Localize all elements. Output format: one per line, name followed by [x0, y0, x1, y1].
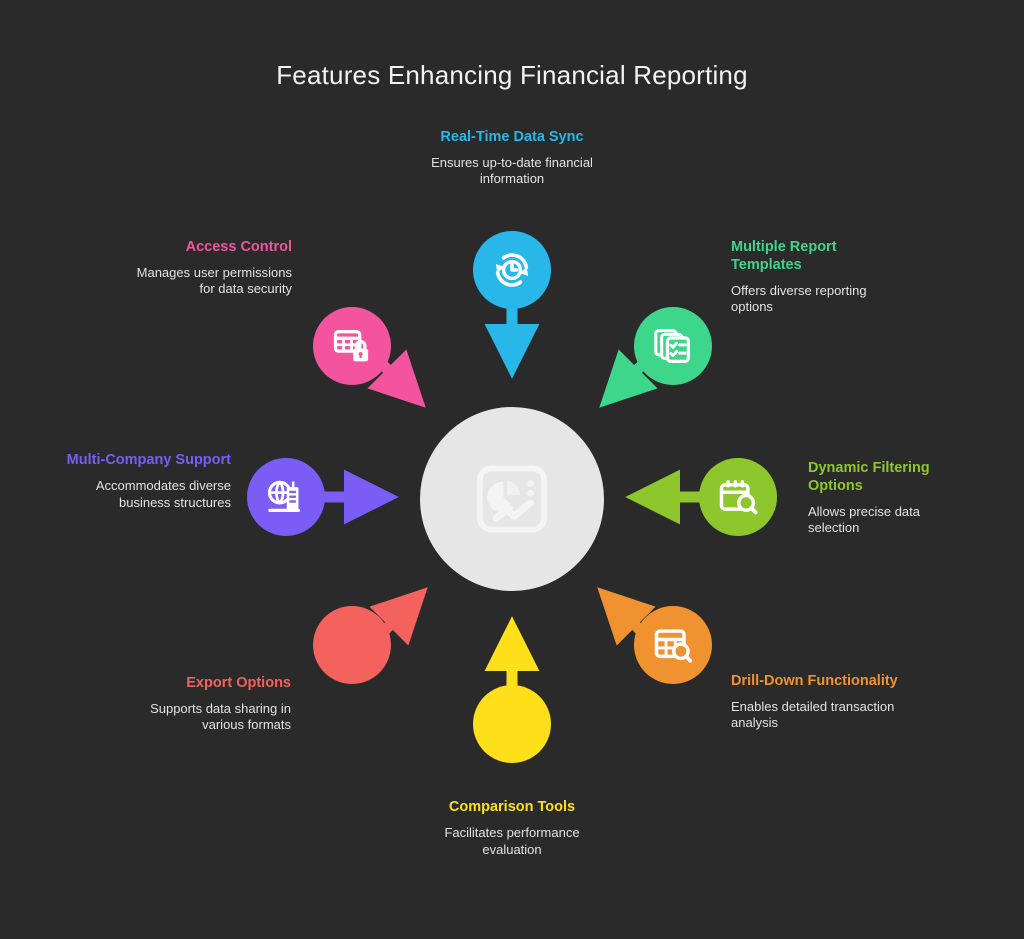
- label-heading: Export Options: [186, 675, 291, 691]
- node-access-control[interactable]: [313, 307, 391, 385]
- globe-building-icon: [264, 475, 308, 519]
- node-comparison-tools[interactable]: [473, 685, 551, 763]
- node-export-options[interactable]: [313, 606, 391, 684]
- label-heading: Real-Time Data Sync: [440, 129, 584, 145]
- label-heading: Comparison Tools: [448, 799, 576, 815]
- node-multi-company-support[interactable]: [247, 458, 325, 536]
- stacked-checklist-icon: [651, 324, 695, 368]
- label-description: Enables detailed transaction analysis: [731, 699, 895, 730]
- dashboard-report-icon: [469, 456, 555, 542]
- central-hub: [420, 407, 604, 591]
- label-heading: Dynamic Filtering Options: [808, 460, 930, 494]
- label-real-time-data-sync: Real-Time Data Sync Ensures up-to-date f…: [427, 128, 597, 186]
- label-description: Supports data sharing in various formats: [150, 701, 291, 732]
- label-description: Ensures up-to-date financial information: [431, 155, 593, 186]
- sync-clock-icon: [490, 248, 534, 292]
- label-export-options: Export Options Supports data sharing in …: [111, 674, 291, 732]
- label-drill-down-functionality: Drill-Down Functionality Enables detaile…: [731, 672, 901, 730]
- label-description: Allows precise data selection: [808, 504, 920, 535]
- table-search-icon: [651, 623, 695, 667]
- label-description: Accommodates diverse business structures: [95, 478, 231, 510]
- node-drill-down-functionality[interactable]: [634, 606, 712, 684]
- node-dynamic-filtering-options[interactable]: [699, 458, 777, 536]
- label-access-control: Access Control Manages user permissions …: [122, 238, 292, 296]
- page-title: Features Enhancing Financial Reporting: [276, 60, 748, 90]
- node-real-time-data-sync[interactable]: [473, 231, 551, 309]
- node-multiple-report-templates[interactable]: [634, 307, 712, 385]
- label-heading: Access Control: [185, 239, 292, 255]
- label-heading: Drill-Down Functionality: [731, 673, 898, 689]
- label-heading: Multi-Company Support: [66, 452, 231, 468]
- label-heading: Multiple Report Templates: [731, 239, 837, 273]
- label-description: Facilitates performance evaluation: [444, 825, 580, 857]
- table-lock-icon: [330, 324, 374, 368]
- label-multiple-report-templates: Multiple Report Templates Offers diverse…: [731, 238, 891, 314]
- label-multi-company-support: Multi-Company Support Accommodates diver…: [61, 451, 231, 511]
- calendar-search-icon: [716, 475, 760, 519]
- label-description: Manages user permissions for data securi…: [136, 265, 292, 296]
- label-dynamic-filtering-options: Dynamic Filtering Options Allows precise…: [808, 459, 973, 535]
- label-comparison-tools: Comparison Tools Facilitates performance…: [427, 798, 597, 858]
- label-description: Offers diverse reporting options: [731, 283, 867, 314]
